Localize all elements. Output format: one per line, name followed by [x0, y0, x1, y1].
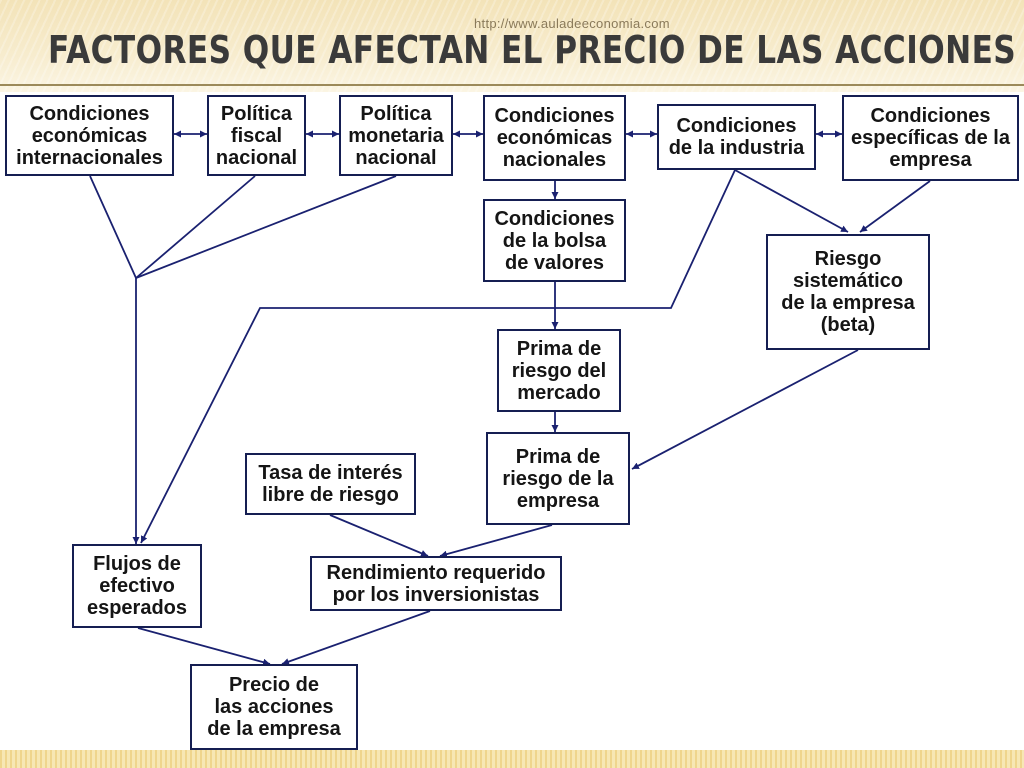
box-politica-monetaria-nacional: Política monetaria nacional	[339, 95, 453, 176]
box-prima-riesgo-empresa: Prima de riesgo de la empresa	[486, 432, 630, 525]
title-divider	[0, 84, 1024, 86]
box-condiciones-economicas-internacionales: Condiciones económicas internacionales	[5, 95, 174, 176]
source-url: http://www.auladeeconomia.com	[474, 16, 670, 31]
line-intl-junction	[89, 175, 137, 279]
line-fiscal-junction	[135, 175, 256, 279]
box-rendimiento-requerido-inversionistas: Rendimiento requerido por los inversioni…	[310, 556, 562, 611]
arrow-industria-flujos	[140, 169, 736, 544]
line-monetaria-junction	[135, 175, 397, 279]
footer-band	[0, 750, 1024, 768]
box-precio-acciones-empresa: Precio de las acciones de la empresa	[190, 664, 358, 750]
arrow-rendimiento-precio	[281, 610, 431, 665]
arrow-flujos-precio	[137, 627, 271, 666]
box-condiciones-bolsa-valores: Condiciones de la bolsa de valores	[483, 199, 626, 282]
box-condiciones-especificas-empresa: Condiciones específicas de la empresa	[842, 95, 1019, 181]
box-condiciones-industria: Condiciones de la industria	[657, 104, 816, 170]
header-band	[0, 0, 1024, 92]
arrow-industria-riesgo	[734, 169, 849, 233]
arrow-riesgo-prima-empresa	[631, 349, 859, 470]
box-politica-fiscal-nacional: Política fiscal nacional	[207, 95, 306, 176]
box-riesgo-sistematico-empresa: Riesgo sistemático de la empresa (beta)	[766, 234, 930, 350]
box-prima-riesgo-mercado: Prima de riesgo del mercado	[497, 329, 621, 412]
arrow-prima-empresa-rendimiento	[439, 524, 553, 558]
box-flujos-efectivo-esperados: Flujos de efectivo esperados	[72, 544, 202, 628]
arrow-especificas-riesgo	[859, 180, 931, 233]
box-condiciones-economicas-nacionales: Condiciones económicas nacionales	[483, 95, 626, 181]
slide-title: FACTORES QUE AFECTAN EL PRECIO DE LAS AC…	[48, 28, 1017, 72]
arrow-tasa-rendimiento	[329, 514, 429, 557]
box-tasa-interes-libre-riesgo: Tasa de interés libre de riesgo	[245, 453, 416, 515]
